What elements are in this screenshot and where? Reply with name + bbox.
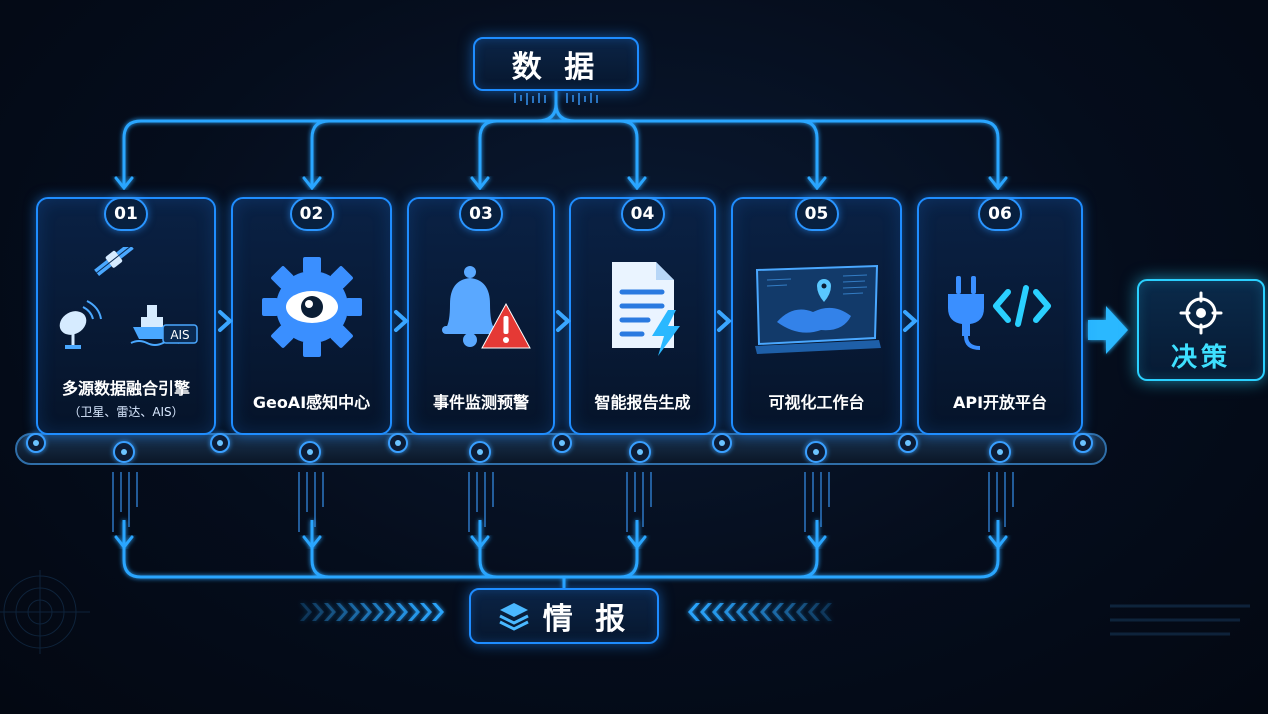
intelligence-header-label: 情 报 [542,602,632,637]
module-number: 06 [978,197,1022,231]
intelligence-header: 情 报 [469,588,659,644]
module-title: API开放平台 [952,393,1048,412]
decision-label: 决策 [1170,343,1231,373]
module-card-06[interactable]: 06 API开放平台 [917,197,1083,435]
flow-chevron [408,603,420,621]
flow-chevron [312,603,324,621]
flow-chevron [760,603,772,621]
module-card-03[interactable]: 03 事件监测预警 [407,197,555,435]
module-card-04[interactable]: 04 智能报告生成 [569,197,716,435]
gear-eye-icon [233,247,390,367]
chevron-right-icon [394,310,409,332]
flow-chevron [700,603,712,621]
module-number: 01 [104,197,148,231]
module-title: 多源数据融合引擎 [61,379,190,398]
module-card-02[interactable]: 02 GeoAI感知中心 [231,197,392,435]
module-number: 04 [620,197,665,231]
data-header: 数 据 [473,37,639,91]
layers-icon [497,599,531,633]
flow-chevron [688,603,700,621]
module-subtitle: （卫星、雷达、AIS） [68,405,184,419]
flow-chevron [712,603,724,621]
flow-chevron [796,603,808,621]
flow-chevron [820,603,832,621]
flow-chevron [772,603,784,621]
flow-chevron [396,603,408,621]
flow-chevron [784,603,796,621]
module-title: 智能报告生成 [594,393,691,412]
decision-box[interactable]: 决策 [1137,279,1265,381]
module-number: 05 [794,197,839,231]
flow-chevron [336,603,348,621]
flow-chevron [808,603,820,621]
chevron-right-icon [556,310,571,332]
plug-code-icon [919,247,1081,367]
module-number: 03 [459,197,503,231]
flow-chevron [724,603,736,621]
flow-chevron [432,603,444,621]
flow-chevron [348,603,360,621]
document-lightning-icon [571,247,714,367]
module-card-05[interactable]: 05 可视化工作台 [731,197,902,435]
module-title: 事件监测预警 [432,393,529,412]
chevron-right-icon [218,310,233,332]
flow-chevron [384,603,396,621]
bell-warning-icon [409,247,553,367]
map-dashboard-icon [733,247,900,367]
flow-chevron [360,603,372,621]
module-title: 可视化工作台 [768,393,865,412]
chevron-right-icon [903,310,918,332]
module-number: 02 [289,197,334,231]
target-icon [1139,291,1263,335]
module-title: GeoAI感知中心 [252,393,371,412]
flow-chevron [748,603,760,621]
module-card-01[interactable]: 01 AIS [36,197,216,435]
flow-chevron [372,603,384,621]
flow-chevron [300,603,312,621]
chevron-right-icon [717,310,732,332]
flow-chevron [736,603,748,621]
satellite-radar-ship-icon: AIS [38,247,214,367]
flow-chevron [420,603,432,621]
data-header-label: 数 据 [511,50,601,85]
flow-chevron [324,603,336,621]
ais-tag: AIS [170,328,189,342]
